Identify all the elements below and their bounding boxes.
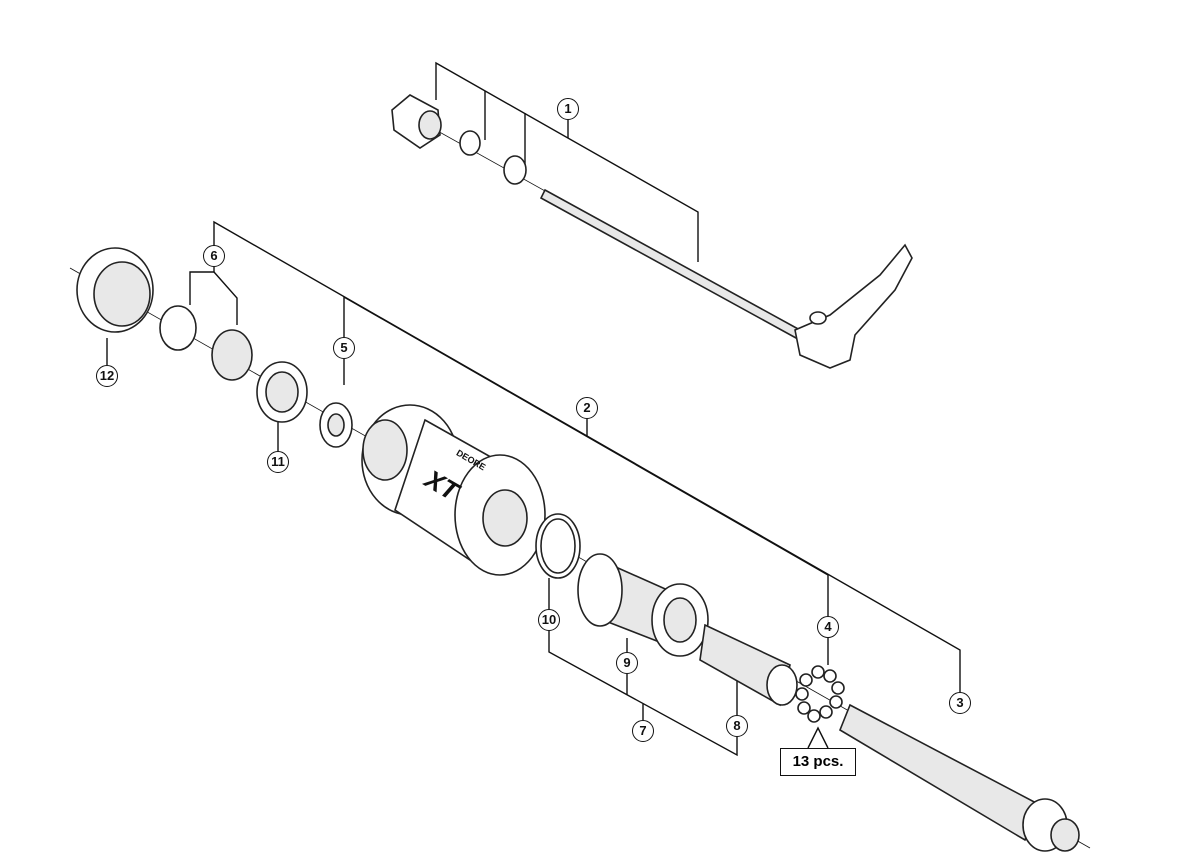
callout-1: 1: [557, 98, 579, 120]
callout-3: 3: [949, 692, 971, 714]
callout-12: 12: [96, 365, 118, 387]
callout-9: 9: [616, 652, 638, 674]
quick-release-skewer: [391, 94, 913, 369]
quantity-label: 13 pcs.: [780, 748, 856, 776]
callout-2: 2: [576, 397, 598, 419]
callout-7: 7: [632, 720, 654, 742]
hub-body: [361, 404, 581, 579]
hub-axle: [839, 703, 1080, 852]
bearing-balls: [795, 665, 845, 723]
callout-10: 10: [538, 609, 560, 631]
callout-5: 5: [333, 337, 355, 359]
callout-4: 4: [817, 616, 839, 638]
callout-6: 6: [203, 245, 225, 267]
callout-11: 11: [267, 451, 289, 473]
freehub-body: [577, 553, 798, 707]
callout-8: 8: [726, 715, 748, 737]
left-parts: [76, 247, 353, 448]
leader-lines: [69, 61, 1091, 849]
